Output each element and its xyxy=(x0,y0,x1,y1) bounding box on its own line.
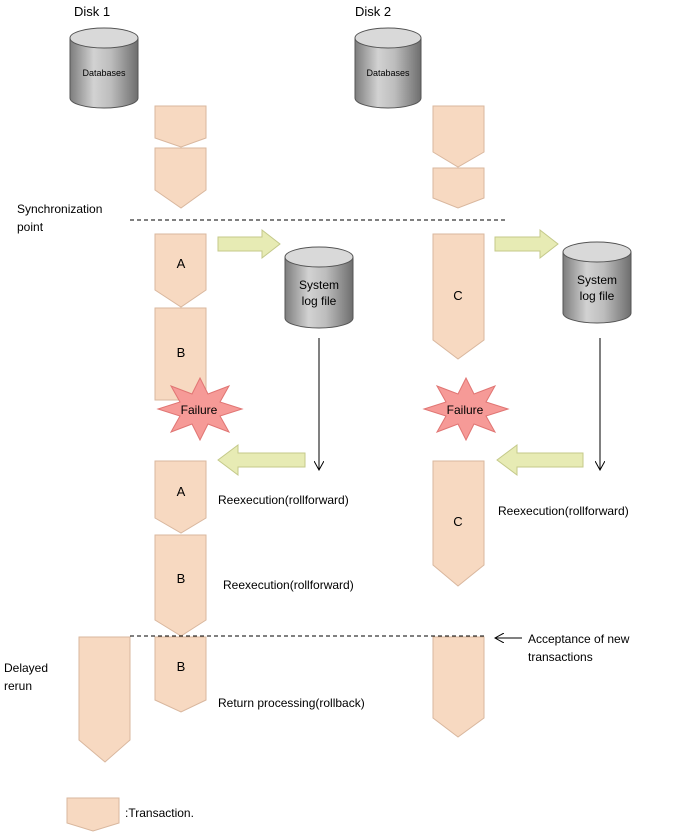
transaction-b-label: B xyxy=(177,345,186,360)
failure-starburst-icon: Failure xyxy=(156,376,244,442)
transaction-shape xyxy=(432,105,485,168)
syslog1-label-line1: System xyxy=(299,278,339,292)
transaction-shape xyxy=(154,147,207,209)
disk1-database-icon: Databases xyxy=(69,27,139,109)
legend-label: :Transaction. xyxy=(125,806,194,820)
failure-starburst-icon: Failure xyxy=(422,376,510,442)
return-processing-label: Return processing(rollback) xyxy=(218,696,365,710)
system-log-icon: System log file xyxy=(284,246,354,329)
syslog2-label-line2: log file xyxy=(580,289,615,303)
transaction-b xyxy=(154,534,207,637)
transaction-c xyxy=(432,460,485,587)
disk2-database-icon: Databases xyxy=(354,27,422,109)
transaction-c-label: C xyxy=(453,288,462,303)
sync-point-label-line1: Synchronization xyxy=(17,202,102,216)
transaction-shape xyxy=(78,636,131,763)
right-arrow-icon xyxy=(494,228,559,260)
transaction-a xyxy=(154,233,207,308)
failure-label: Failure xyxy=(181,403,218,417)
transaction-b-label: B xyxy=(177,659,186,674)
right-arrow-icon xyxy=(217,228,281,260)
delayed-rerun-label-line1: Delayed xyxy=(4,661,48,675)
disk2-db-label: Databases xyxy=(366,68,410,78)
syslog1-label-line2: log file xyxy=(302,294,337,308)
disk1-label: Disk 1 xyxy=(74,4,110,19)
left-arrow-icon xyxy=(496,444,584,476)
transaction-a-label: A xyxy=(177,256,186,271)
reexecution-label: Reexecution(rollforward) xyxy=(223,578,354,592)
reexecution-label: Reexecution(rollforward) xyxy=(218,493,349,507)
disk1-db-label: Databases xyxy=(82,68,126,78)
transaction-a-label: A xyxy=(177,484,186,499)
reexecution-label: Reexecution(rollforward) xyxy=(498,504,629,518)
failure-label: Failure xyxy=(447,403,484,417)
transaction-shape xyxy=(432,167,485,209)
transaction-b xyxy=(154,636,207,713)
syslog2-label-line1: System xyxy=(577,273,617,287)
acceptance-label-line1: Acceptance of new xyxy=(528,632,630,646)
acceptance-label-line2: transactions xyxy=(528,650,593,664)
delayed-rerun-label-line2: rerun xyxy=(4,679,32,693)
transaction-c xyxy=(432,233,485,360)
transaction-shape xyxy=(432,636,485,738)
transaction-b-label: B xyxy=(177,571,186,586)
transaction-shape xyxy=(154,105,207,148)
transaction-c-label: C xyxy=(453,514,462,529)
sync-point-label-line2: point xyxy=(17,220,44,234)
system-log-icon: System log file xyxy=(562,241,632,324)
left-arrow-icon xyxy=(217,444,306,476)
legend-transaction-swatch xyxy=(66,797,120,832)
disk2-label: Disk 2 xyxy=(355,4,391,19)
transaction-a xyxy=(154,460,207,534)
